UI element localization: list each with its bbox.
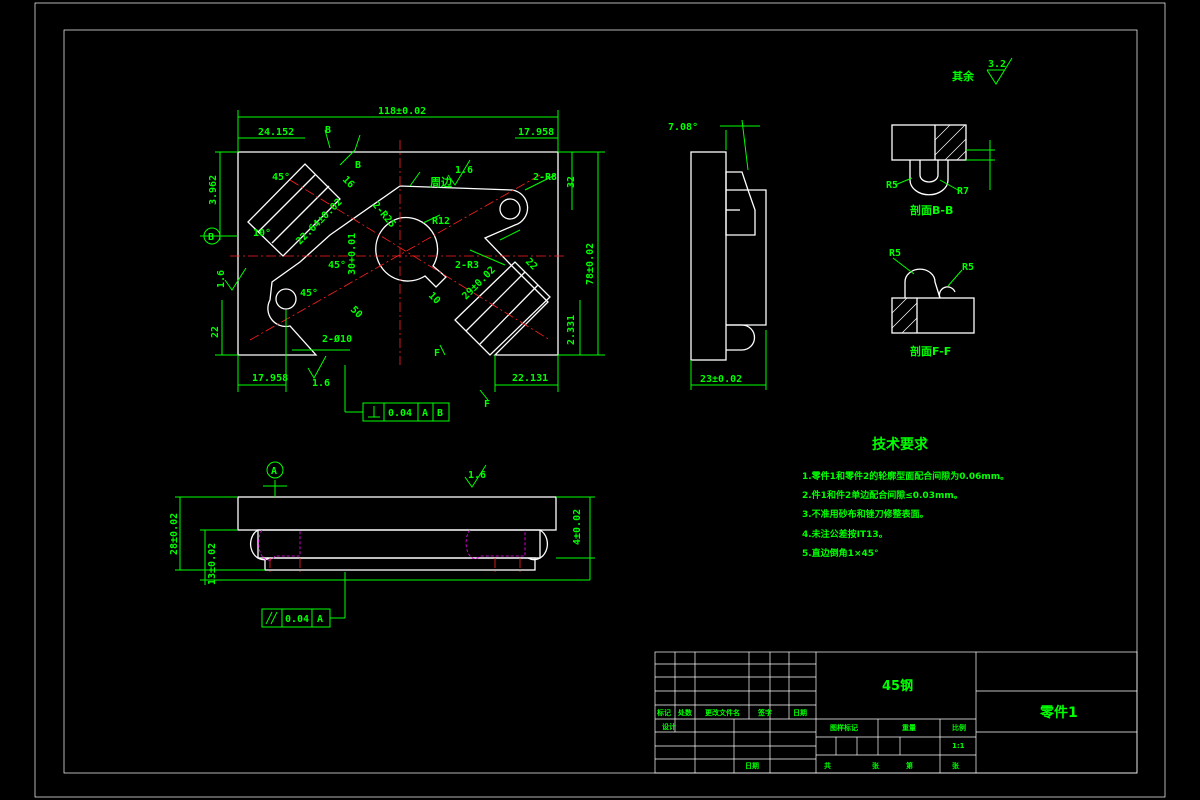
top-view-hole-left — [275, 288, 297, 310]
svg-text:5.直边倒角1×45°: 5.直边倒角1×45° — [802, 547, 879, 559]
section-ff-title: 剖面F-F — [910, 344, 951, 358]
section-f-mark-1: F — [434, 348, 440, 359]
dim-10: 10 — [426, 290, 442, 306]
svg-text:第: 第 — [906, 761, 913, 770]
dim-r3: 2-R3 — [455, 260, 479, 271]
ra-bottom: 1.6 — [312, 378, 330, 389]
dim-r8: 2-R8 — [533, 172, 557, 183]
svg-text:0.04: 0.04 — [285, 614, 309, 625]
front-height: 28±0.02 — [169, 513, 180, 555]
svg-text:1:1: 1:1 — [952, 742, 965, 750]
svg-text:日期: 日期 — [745, 761, 759, 770]
svg-text:其余: 其余 — [952, 69, 975, 83]
section-f-mark-2: F — [484, 399, 490, 410]
top-view-hole-right — [499, 198, 521, 220]
svg-text:张: 张 — [872, 761, 880, 770]
dim-right-height: 32 — [566, 176, 577, 188]
dim-bottom-left: 17.958 — [252, 373, 288, 384]
svg-text:4.未注公差按IT13。: 4.未注公差按IT13。 — [802, 528, 888, 540]
outer-border — [34, 2, 1166, 798]
svg-text:R5: R5 — [889, 248, 901, 259]
svg-text:2.件1和件2单边配合间隙≤0.03mm。: 2.件1和件2单边配合间隙≤0.03mm。 — [802, 489, 963, 501]
svg-text:日期: 日期 — [793, 708, 807, 717]
datum-b: B — [208, 232, 214, 243]
ra-left: 1.6 — [216, 270, 227, 288]
side-angle: 7.08° — [668, 122, 698, 133]
front-base: 13±0.02 — [207, 543, 218, 585]
svg-text:标记: 标记 — [656, 708, 671, 717]
side-view: 7.08° 23±0.02 — [668, 119, 767, 390]
front-view: A 1.6 28±0.02 13±0.02 4±0.02 0.04 A — [169, 461, 595, 628]
dim-22: 22 — [523, 256, 539, 272]
surface-finish-note: 其余 3.2 — [952, 57, 1013, 85]
section-ff: R5 R5 剖面F-F — [889, 248, 975, 358]
svg-text:共: 共 — [824, 761, 831, 770]
dim-overall-length: 118±0.02 — [378, 106, 426, 117]
dim-16: 16 — [340, 174, 356, 190]
top-tolerance-frame: 0.04 A B — [362, 402, 450, 422]
top-view-slot-right — [454, 261, 551, 356]
front-ra: 1.6 — [468, 470, 486, 481]
svg-text:处数: 处数 — [677, 708, 693, 717]
top-view-keyhole — [375, 216, 447, 288]
svg-text:图样标记: 图样标记 — [830, 723, 858, 732]
dim-right-top: 17.958 — [518, 127, 554, 138]
svg-text:重量: 重量 — [902, 723, 916, 732]
svg-text:R5: R5 — [962, 262, 974, 273]
svg-text:B: B — [437, 408, 443, 419]
title-block — [654, 651, 1138, 774]
svg-text:A: A — [317, 614, 323, 625]
datum-a: A — [271, 466, 277, 477]
dim-bottom-right: 22.131 — [512, 373, 548, 384]
dim-left-height: 3.962 — [208, 175, 219, 205]
dim-50: 50 — [348, 304, 364, 320]
svg-text:3.2: 3.2 — [988, 59, 1006, 70]
svg-text:0.04: 0.04 — [388, 408, 412, 419]
section-b-mark-1: B — [325, 125, 331, 136]
note-round-edge: 周边 — [430, 175, 453, 189]
section-bb: R5 R7 剖面B-B — [886, 124, 995, 217]
dim-angle-10: 10° — [253, 228, 271, 239]
top-view: 118±0.02 24.152 17.958 3.962 32 78±0.02 … — [200, 106, 605, 422]
svg-text:设计: 设计 — [662, 722, 676, 731]
front-tolerance-frame: 0.04 A — [261, 608, 331, 628]
dim-angle-45a: 45° — [272, 172, 290, 183]
dim-r25: 2-R25 — [370, 200, 398, 230]
dim-left-top: 24.152 — [258, 127, 294, 138]
svg-text:比例: 比例 — [952, 723, 966, 732]
svg-text:更改文件名: 更改文件名 — [705, 708, 740, 717]
top-view-slot-left — [247, 163, 341, 257]
side-width: 23±0.02 — [700, 374, 742, 385]
ra-top: 1.6 — [455, 165, 473, 176]
dim-right-low: 2.331 — [566, 315, 577, 345]
dim-dia10: 2-Ø10 — [322, 333, 352, 345]
svg-text:A: A — [422, 408, 428, 419]
dim-angle-45c: 45° — [300, 288, 318, 299]
section-bb-title: 剖面B-B — [910, 203, 953, 217]
inner-border — [63, 29, 1138, 774]
svg-text:签字: 签字 — [757, 708, 772, 717]
dim-angle-45b: 45° — [328, 260, 346, 271]
dim-slot-left: 22.64±0.02 — [294, 197, 344, 247]
dim-total-height: 78±0.02 — [585, 243, 596, 285]
svg-text:1.零件1和零件2的轮廓型面配合间隙为0.06mm。: 1.零件1和零件2的轮廓型面配合间隙为0.06mm。 — [802, 470, 1009, 482]
svg-text:R7: R7 — [957, 186, 969, 197]
dim-center: 30+0.01 — [347, 233, 358, 275]
front-step: 4±0.02 — [572, 509, 583, 545]
title-material: 45钢 — [882, 678, 913, 694]
svg-text:R5: R5 — [886, 180, 898, 191]
title-part-name: 零件1 — [1039, 704, 1078, 721]
svg-text:张: 张 — [952, 761, 960, 770]
technical-requirements: 技术要求 1.零件1和零件2的轮廓型面配合间隙为0.06mm。 2.件1和件2单… — [802, 436, 1009, 559]
section-b-mark-2: B — [355, 160, 361, 171]
svg-text:技术要求: 技术要求 — [872, 436, 929, 453]
dim-r12: R12 — [432, 216, 450, 227]
svg-text:3.不准用砂布和锉刀修整表面。: 3.不准用砂布和锉刀修整表面。 — [802, 508, 929, 520]
dim-left-low: 22 — [210, 326, 221, 338]
